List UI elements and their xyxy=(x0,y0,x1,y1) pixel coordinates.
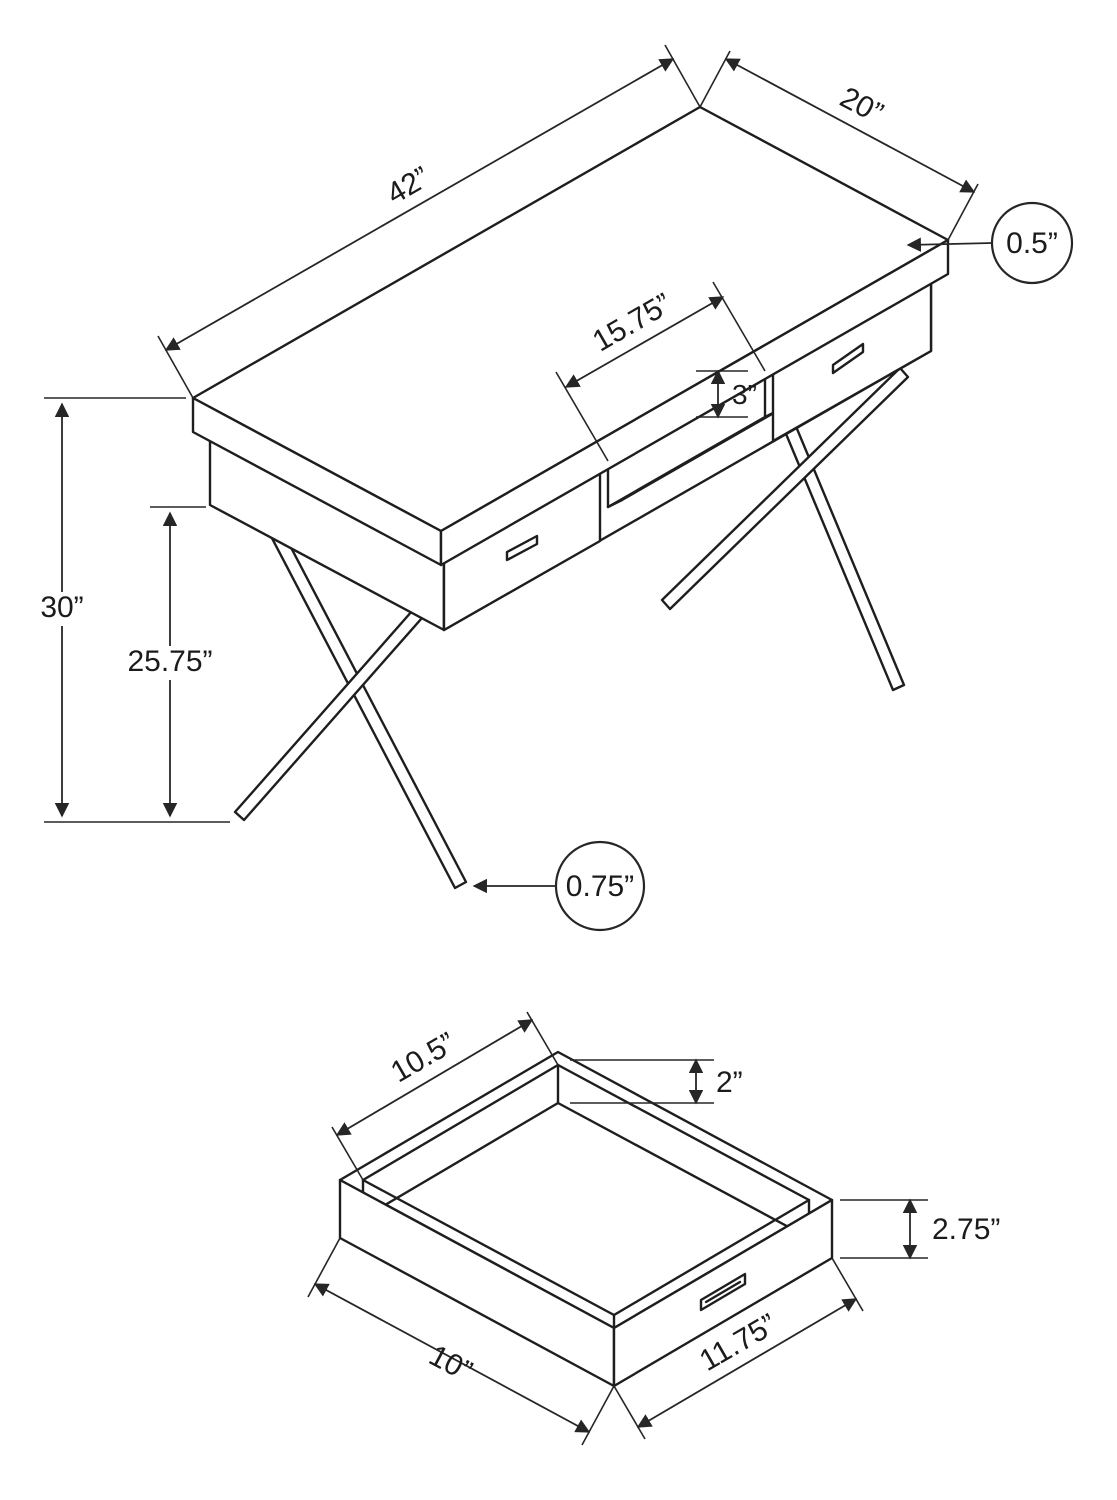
callout-circle xyxy=(990,201,1074,285)
dimension-line xyxy=(335,1019,534,1136)
leader-line xyxy=(906,237,993,252)
drawer-inner-depth-label: 2” xyxy=(716,1066,743,1099)
desk-depth-label: 20” xyxy=(835,81,889,130)
leg-thickness-label: 0.75” xyxy=(566,870,634,903)
drawer-handle xyxy=(505,534,539,562)
dimension-line xyxy=(636,1298,858,1428)
drawer-handle xyxy=(831,342,865,375)
extension-line xyxy=(157,335,194,399)
extension-line xyxy=(947,183,979,241)
extension-line xyxy=(664,44,701,108)
dimension-line xyxy=(313,1283,591,1433)
label-mask xyxy=(114,646,226,680)
desk-width-label: 42” xyxy=(381,161,435,211)
cubby-floor-edge xyxy=(606,498,624,509)
label-mask xyxy=(30,592,94,626)
extension-line xyxy=(555,371,609,462)
extension-line xyxy=(331,1126,364,1181)
desk-isometric-view xyxy=(191,105,950,890)
desk-dimensions: 42” 20” 0.5” 15.75” 3” 30” 25.75” xyxy=(30,44,1074,932)
opening-height-label: 3” xyxy=(732,379,757,410)
drawer-outer-height-label: 2.75” xyxy=(932,1213,1000,1246)
desk-top-edge-right xyxy=(439,238,950,567)
extension-line xyxy=(831,1257,864,1312)
dimension-line xyxy=(564,296,725,388)
top-thickness-label: 0.5” xyxy=(1006,227,1058,260)
cubby-floor-edge xyxy=(620,408,781,502)
clearance-height-label: 25.75” xyxy=(127,645,212,678)
overall-height-label: 30” xyxy=(40,591,83,624)
dimension-line xyxy=(724,58,976,193)
extension-line xyxy=(699,50,731,108)
callout-circle xyxy=(554,840,646,932)
dimension-line xyxy=(164,58,675,351)
desk-leg xyxy=(660,366,910,611)
extension-line xyxy=(613,1385,646,1440)
extension-line xyxy=(581,1385,615,1446)
drawer-inner-width-label: 10.5” xyxy=(385,1026,461,1089)
extension-line xyxy=(307,1237,341,1298)
